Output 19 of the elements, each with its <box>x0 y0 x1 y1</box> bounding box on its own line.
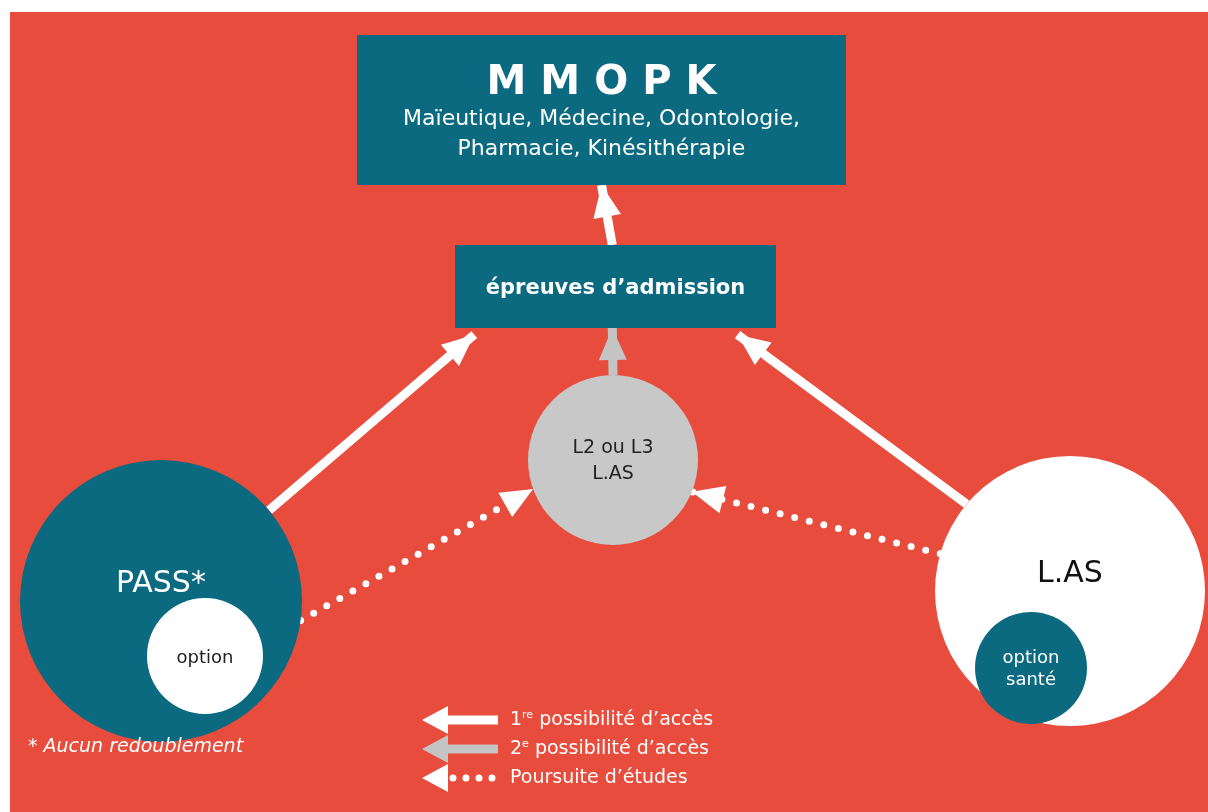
node-label: L2 ou L3 L.AS <box>571 434 655 485</box>
legend-label: 2$^{e}$ possibilité d’accès <box>510 736 709 758</box>
arrow <box>598 327 627 376</box>
footnote: * Aucun redoublement <box>28 734 244 756</box>
node-label: épreuves d’admission <box>485 274 746 299</box>
title-box <box>357 35 846 185</box>
heading: MMOPK <box>486 57 731 104</box>
node-label: Maïeutique, Médecine, Odontologie, Pharmacie, Kinésithérapie <box>402 104 801 162</box>
dotted-arrow <box>688 486 944 558</box>
legend-label: Poursuite d’études <box>510 765 688 787</box>
arrow <box>266 331 478 514</box>
process-box <box>455 245 776 328</box>
arrow <box>593 184 621 246</box>
legend-label: 1$^{re}$ possibilité d’accès <box>510 707 714 729</box>
node-label: option santé <box>1001 645 1061 691</box>
node-label: option <box>176 645 234 667</box>
node-label: PASS* <box>116 563 206 599</box>
arrow <box>734 331 970 508</box>
node-label: L.AS <box>1037 553 1103 589</box>
